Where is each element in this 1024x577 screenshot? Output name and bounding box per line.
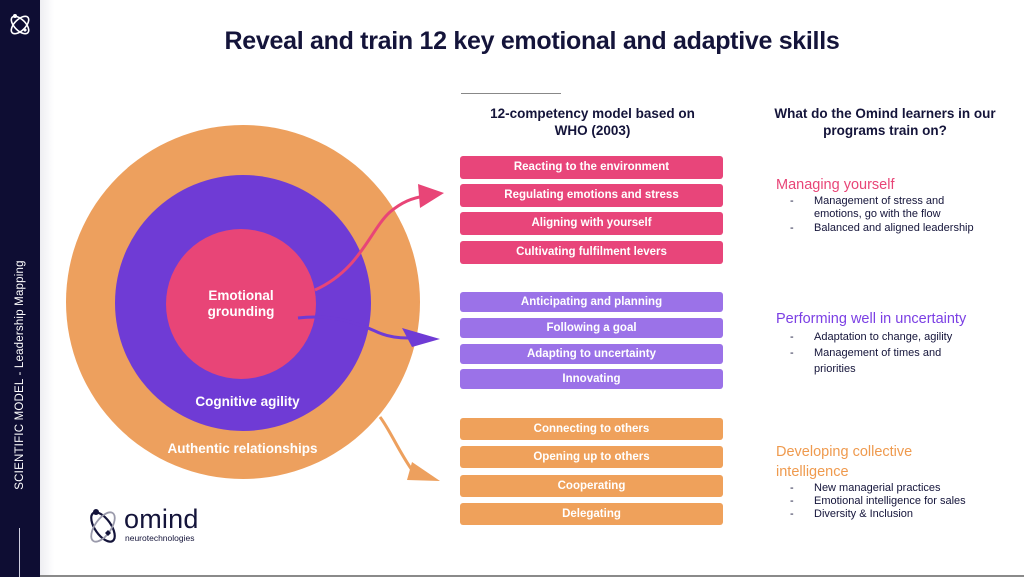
competency-box: Cultivating fulfilment levers xyxy=(460,241,723,264)
bullet-list: - Adaptation to change, agility - Manageme… xyxy=(776,329,1016,377)
atom-logo-icon xyxy=(90,509,116,543)
bullet-item: - Diversity & Inclusion xyxy=(776,508,1016,521)
label-cognitive-agility: Cognitive agility xyxy=(195,394,300,409)
competency-box: Aligning with yourself xyxy=(460,212,723,235)
bullet-item: - New managerial practices xyxy=(776,482,1016,495)
bullet-text: Emotional intelligence for sales xyxy=(814,495,966,507)
bullet-marker: - xyxy=(790,222,794,234)
bullet-marker: - xyxy=(790,195,794,207)
bullet-item: - Emotional intelligence for sales xyxy=(776,495,1016,508)
label-emotional-grounding: Emotional grounding xyxy=(181,288,301,320)
section-title: Performing well in uncertainty xyxy=(776,311,967,327)
atom-icon xyxy=(10,14,30,35)
emotional-arrow xyxy=(314,194,426,292)
competency-box: Cooperating xyxy=(460,475,723,497)
sidebar: SCIENTIFIC MODEL - Leadership Mapping xyxy=(0,0,40,577)
training-heading: What do the Omind learners in our progra… xyxy=(755,105,1015,139)
heading-line: WHO (2003) xyxy=(554,123,631,138)
heading-line: programs train on? xyxy=(823,123,947,138)
bullet-list: - New managerial practices - Emotional int… xyxy=(776,482,1016,521)
bullet-marker: - xyxy=(790,347,794,359)
bullet-text: Balanced and aligned leadership xyxy=(814,222,974,234)
competency-box: Anticipating and planning xyxy=(460,292,723,312)
sidebar-shadow xyxy=(40,0,54,577)
bullet-marker: - xyxy=(790,508,794,520)
heading-line: 12-competency model based on xyxy=(490,106,695,121)
bullet-text: New managerial practices xyxy=(814,482,941,494)
competency-box: Opening up to others xyxy=(460,446,723,468)
competency-box: Delegating xyxy=(460,503,723,525)
section-title: Managing yourself xyxy=(776,177,895,193)
brand-tagline: neurotechnologies xyxy=(125,533,195,543)
bullet-text: Management of stress and xyxy=(814,195,945,207)
bullet-text: priorities xyxy=(814,363,856,375)
bottom-border xyxy=(40,575,1024,577)
competency-box: Following a goal xyxy=(460,318,723,338)
training-section-uncertainty: Performing well in uncertainty - Adaptati… xyxy=(776,310,1016,377)
emotional-arrowhead-icon xyxy=(418,184,444,208)
competency-box: Adapting to uncertainty xyxy=(460,344,723,364)
competency-heading: 12-competency model based on WHO (2003) xyxy=(470,105,715,139)
ring-emotional-grounding xyxy=(166,229,316,379)
training-section-managing-yourself: Managing yourself - Management of stress … xyxy=(776,176,1016,235)
cognitive-arrow xyxy=(297,315,409,340)
label-authentic-relationships: Authentic relationships xyxy=(167,441,318,456)
bullet-item: - Management of times and priorities xyxy=(776,345,1016,377)
competency-box: Innovating xyxy=(460,369,723,389)
cognitive-arrowhead-icon xyxy=(402,328,440,347)
bullet-item: - Adaptation to change, agility xyxy=(776,329,1016,345)
competency-box: Reacting to the environment xyxy=(460,156,723,179)
label-line: Emotional xyxy=(208,288,274,303)
bullet-text: Adaptation to change, agility xyxy=(814,331,953,343)
section-title: Developing collective intelligence xyxy=(776,442,1016,482)
competency-box: Connecting to others xyxy=(460,418,723,440)
label-line: grounding xyxy=(207,304,275,319)
title-line: intelligence xyxy=(776,464,849,480)
divider xyxy=(461,93,561,94)
page-title: Reveal and train 12 key emotional and ad… xyxy=(224,27,840,55)
heading-line: What do the Omind learners in our xyxy=(774,106,996,121)
bullet-marker: - xyxy=(790,495,794,507)
relationships-arrow xyxy=(378,416,414,471)
omind-logo: omind neurotechnologies xyxy=(84,504,214,547)
relationships-arrowhead-icon xyxy=(407,462,440,481)
brand-name: omind xyxy=(124,504,199,534)
bullet-marker: - xyxy=(790,331,794,343)
bullet-item: - Balanced and aligned leadership xyxy=(776,222,1016,235)
training-section-collective-intelligence: Developing collective intelligence - New … xyxy=(776,442,1016,521)
section-label: SCIENTIFIC MODEL - Leadership Mapping xyxy=(14,260,26,490)
bullet-marker: - xyxy=(790,482,794,494)
bullet-text: Management of times and xyxy=(814,347,942,359)
title-line: Developing collective xyxy=(776,444,913,460)
sidebar-divider xyxy=(19,528,20,577)
bullet-text: emotions, go with the flow xyxy=(814,208,941,220)
competency-box: Regulating emotions and stress xyxy=(460,184,723,207)
bullet-text: Diversity & Inclusion xyxy=(814,508,914,520)
concentric-diagram: Emotional grounding Cognitive agility Au… xyxy=(40,80,460,500)
